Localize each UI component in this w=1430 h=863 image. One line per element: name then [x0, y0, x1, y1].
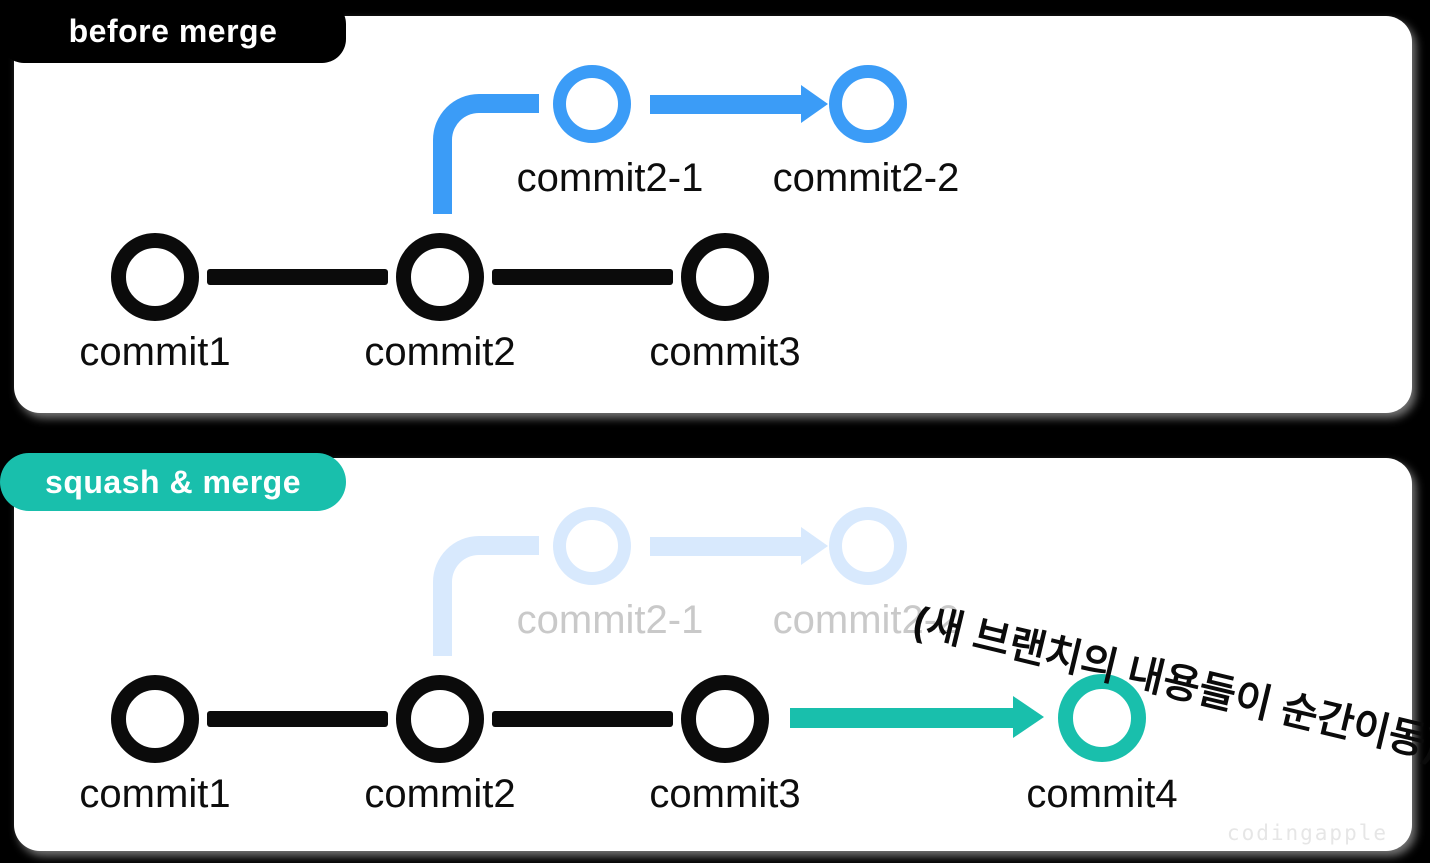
commit-label: commit2-1 — [516, 156, 704, 200]
commit-label: commit1 — [79, 772, 231, 816]
commit-label: commit3 — [649, 330, 801, 374]
squash-arrow-shaft — [790, 708, 1014, 728]
faded-commit-label: commit2-2 — [772, 598, 960, 642]
panel-squash-merge — [14, 458, 1412, 851]
commit-node-commit2 — [396, 233, 484, 321]
commit-label: commit2-2 — [772, 156, 960, 200]
commit-label: commit1 — [79, 330, 231, 374]
tab-before-merge-label: before merge — [68, 13, 278, 49]
main-line-segment — [492, 269, 673, 285]
main-line-segment — [207, 711, 388, 727]
faded-commit-label: commit2-1 — [516, 598, 704, 642]
branch-arrow-shaft — [650, 95, 802, 114]
commit-label: commit2 — [364, 330, 516, 374]
panel-before-merge — [14, 16, 1412, 413]
tab-squash-merge: squash & merge — [0, 453, 346, 511]
tab-before-merge: before merge — [0, 0, 346, 63]
commit-label: commit4 — [1026, 772, 1178, 816]
commit-node-commit1 — [111, 675, 199, 763]
faded-branch-elbow-line — [433, 536, 539, 656]
tab-squash-merge-label: squash & merge — [45, 463, 301, 500]
faded-branch-arrow-shaft — [650, 537, 802, 556]
watermark: codingapple — [1226, 821, 1388, 845]
commit-node-commit1 — [111, 233, 199, 321]
faded-commit-node-commit2-1 — [553, 507, 631, 585]
commit-node-commit3 — [681, 675, 769, 763]
faded-commit-node-commit2-2 — [829, 507, 907, 585]
branch-elbow-line — [433, 94, 539, 214]
main-line-segment — [207, 269, 388, 285]
commit-label: commit3 — [649, 772, 801, 816]
commit-label: commit2 — [364, 772, 516, 816]
branch-arrow-head — [801, 85, 828, 123]
commit-node-commit2 — [396, 675, 484, 763]
commit-node-commit3 — [681, 233, 769, 321]
commit-node-commit2-2 — [829, 65, 907, 143]
squash-arrow-head — [1013, 696, 1044, 738]
main-line-segment — [492, 711, 673, 727]
faded-branch-arrow-head — [801, 527, 828, 565]
commit-node-commit2-1 — [553, 65, 631, 143]
